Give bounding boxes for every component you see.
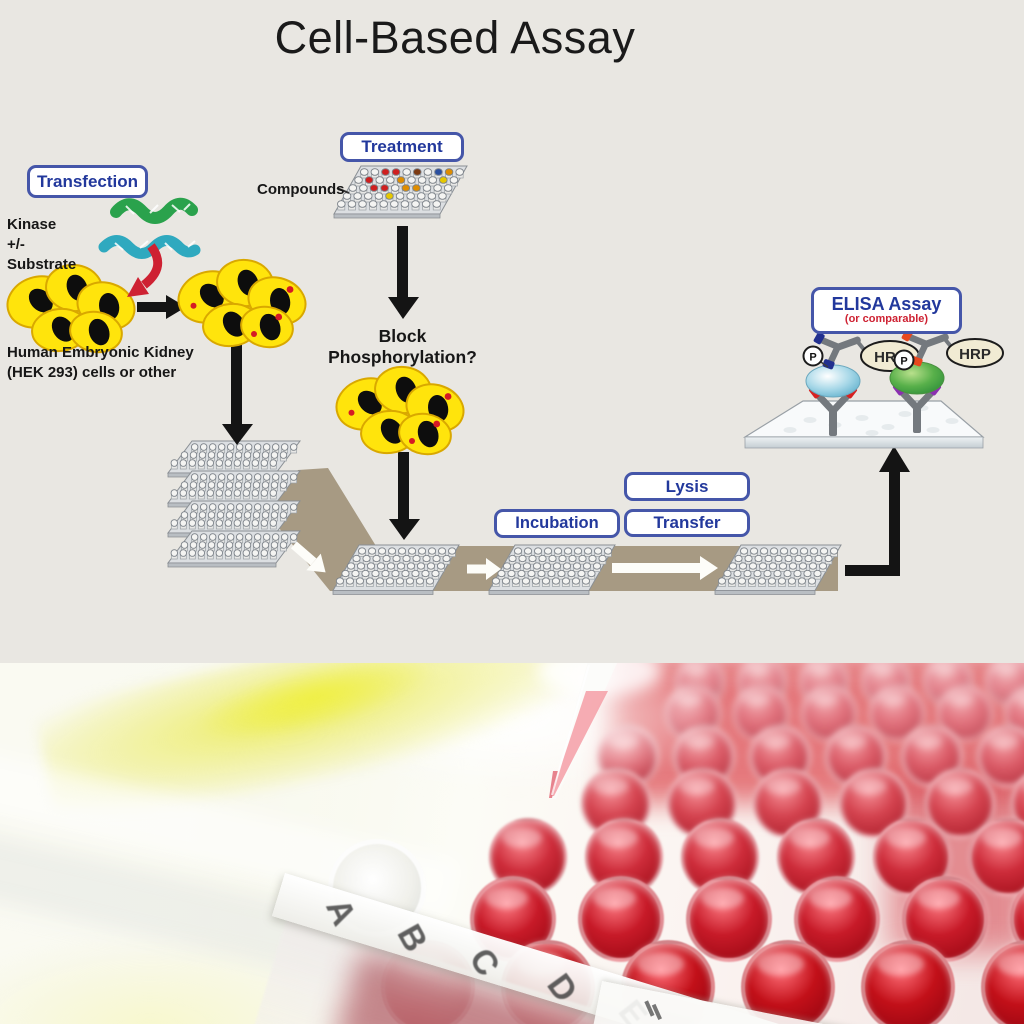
microplates-layer — [167, 165, 842, 595]
flow-arrow-long — [612, 556, 718, 580]
pipette-tip — [538, 663, 662, 799]
arrow-block-down — [389, 452, 420, 540]
elisa-sublabel: (or comparable) — [844, 313, 929, 326]
assay-workflow-diagram: HRP P — [6, 12, 1004, 595]
detection-antibody-left — [813, 332, 868, 370]
annotation-line: Block — [378, 326, 427, 346]
elisa-illustration: HRP P — [742, 329, 1004, 449]
lysis-microplate — [714, 544, 842, 595]
arrow-dna-into-cells — [127, 243, 163, 297]
arrow-transfection-right — [137, 295, 186, 319]
annotation-line: Substrate — [7, 256, 77, 273]
arrow-cells-down-to-stack — [222, 341, 253, 445]
step-label-treatment: Treatment — [340, 132, 464, 162]
diagram-canvas: HRP P — [6, 165, 1004, 595]
cells-layer — [6, 258, 465, 456]
arrow-to-elisa — [845, 446, 910, 576]
hrp-label-right: HRP — [959, 346, 991, 363]
dna-plasmid-icon — [98, 197, 201, 259]
microplate-photo: A B C D E — [0, 663, 1024, 1024]
hrp-tag-right — [946, 338, 1004, 368]
elisa-label: ELISA Assay — [831, 294, 942, 315]
kinase-substrate-annotation: Kinase +/- Substrate — [7, 215, 76, 275]
hek-cells — [6, 263, 136, 354]
antigen-left — [805, 364, 861, 398]
assay-microplate — [332, 544, 460, 595]
p-label-right: P — [900, 356, 907, 368]
annotation-line: Phosphorylation? — [328, 347, 477, 367]
compounds-pointer — [336, 187, 350, 194]
compounds-annotation: Compounds — [257, 181, 345, 198]
incubation-microplate — [488, 544, 616, 595]
step-label-transfection: Transfection — [27, 165, 148, 198]
step-label-incubation: Incubation — [494, 509, 620, 538]
step-label-lysis: Lysis — [624, 472, 750, 501]
p-label-left: P — [809, 352, 816, 364]
hek-cells-annotation: Human Embryonic Kidney (HEK 293) cells o… — [7, 343, 194, 383]
figure-title: Cell-Based Assay — [274, 12, 636, 63]
phospho-circle-left — [802, 345, 824, 367]
annotation-line: Human Embryonic Kidney — [7, 344, 194, 361]
arrow-treatment-down — [388, 226, 419, 319]
flow-arrow-short — [467, 558, 501, 580]
flow-arrow-diagonal — [290, 541, 326, 573]
elisa-plate-edge — [744, 436, 984, 449]
step-label-transfer: Transfer — [624, 509, 750, 537]
annotation-line: (HEK 293) cells or other — [7, 364, 177, 381]
transfected-cells — [177, 258, 307, 349]
compounds-microplate — [333, 165, 468, 219]
annotation-line: Kinase — [7, 216, 57, 233]
transfected-cells — [335, 365, 465, 456]
block-phosphorylation-annotation: Block Phosphorylation? — [320, 326, 485, 368]
step-label-elisa: ELISA Assay (or comparable) — [811, 287, 962, 334]
phospho-circle-right — [893, 349, 915, 371]
annotation-line: +/- — [7, 236, 25, 253]
stacked-microplate — [167, 530, 301, 568]
stacked-microplate — [167, 500, 301, 538]
